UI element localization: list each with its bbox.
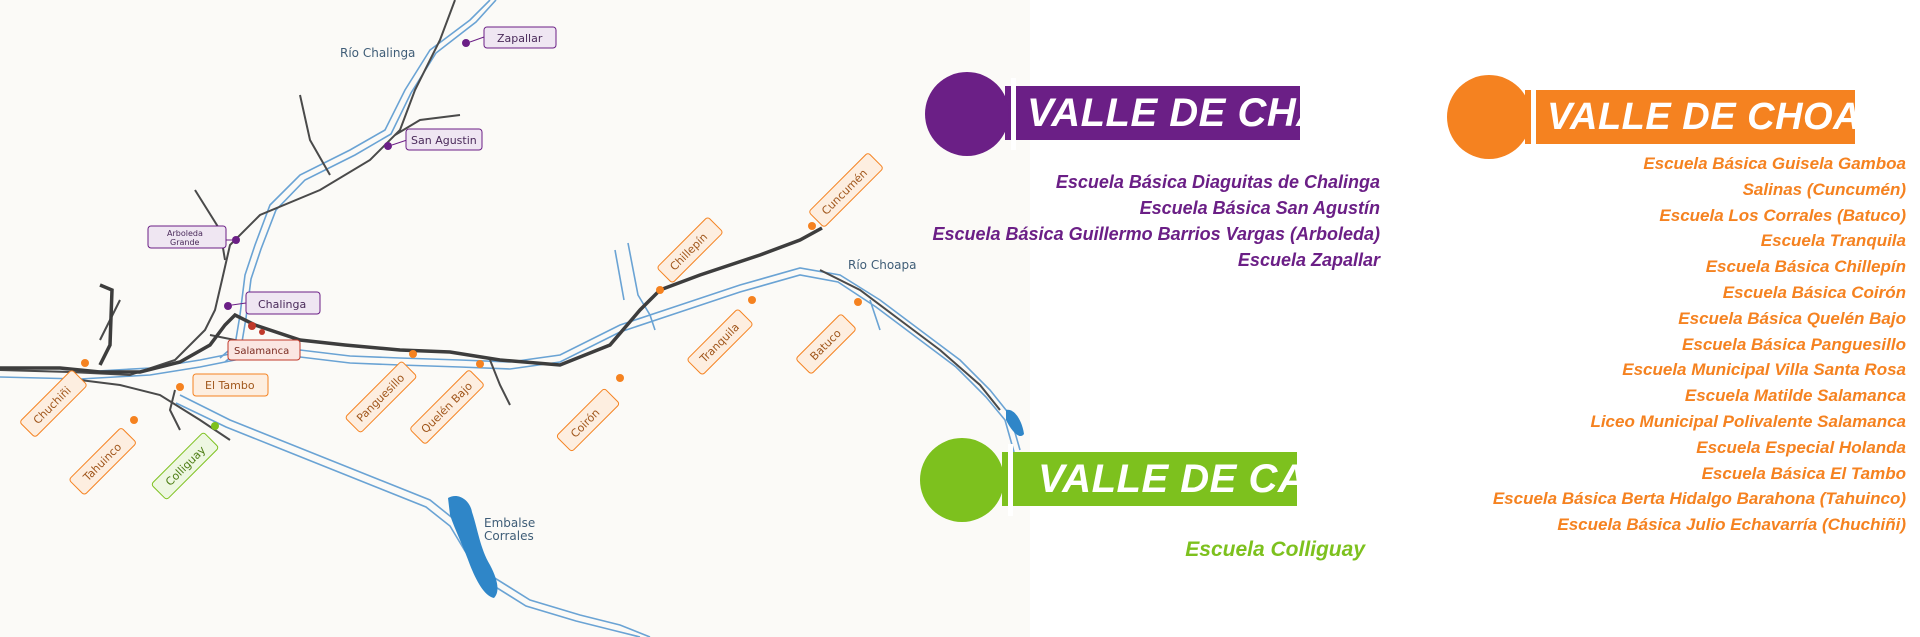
- place-salamanca-label: Salamanca: [234, 346, 289, 357]
- place-arboleda-label-2: Grande: [170, 238, 200, 247]
- place-arboleda-label-1: Arboleda: [167, 229, 203, 238]
- river-choapa-label: Río Choapa: [848, 258, 916, 272]
- reservoir-label-line2: Corrales: [484, 529, 534, 543]
- place-el-tambo: El Tambo: [176, 373, 269, 397]
- choapa-school-list: Escuela Básica Guisela Gamboa Salinas (C…: [1493, 151, 1906, 538]
- river-chalinga-label: Río Chalinga: [340, 46, 415, 60]
- camisa-title-bar: VALLE DE CAMISA: [1002, 452, 1409, 506]
- chalinga-school: Escuela Básica San Agustín: [1139, 198, 1380, 218]
- place-quelen-bajo-label: Quelén Bajo: [419, 379, 476, 436]
- choapa-circle: [1447, 75, 1531, 159]
- place-panguesillo-label: Panguesillo: [354, 371, 407, 424]
- chalinga-title: VALLE DE CHALINGA: [1027, 90, 1453, 135]
- place-quelen-bajo: Quelén Bajo: [410, 360, 484, 444]
- place-chillepin: Chillepín: [656, 217, 723, 294]
- place-san-agustin-label: San Agustin: [411, 134, 477, 147]
- choapa-school: Escuela Especial Holanda: [1696, 437, 1906, 457]
- chalinga-school: Escuela Zapallar: [1237, 250, 1380, 270]
- place-san-agustin: San Agustin: [384, 128, 483, 151]
- choapa-water-shape: [1006, 409, 1024, 437]
- choapa-header: VALLE DE CHOAPA: [1447, 75, 1912, 159]
- place-cuncumen: Cuncumén: [808, 153, 883, 230]
- chalinga-header: VALLE DE CHALINGA: [925, 72, 1452, 156]
- place-salamanca: Salamanca: [227, 322, 301, 361]
- place-zapallar-label: Zapallar: [497, 32, 543, 45]
- choapa-school: Escuela Básica Coirón: [1722, 282, 1906, 302]
- choapa-school: Escuela Básica Berta Hidalgo Barahona (T…: [1492, 489, 1906, 509]
- choapa-school: Escuela Básica Guisela Gamboa: [1643, 154, 1906, 173]
- map-svg: Río Chalinga Río Choapa Embalse Corrales…: [0, 0, 1024, 637]
- reservoir-shape: [448, 495, 498, 598]
- chalinga-circle: [925, 72, 1009, 156]
- choapa-title: VALLE DE CHOAPA: [1547, 95, 1912, 138]
- place-chalinga: Chalinga: [224, 291, 321, 315]
- chalinga-school: Escuela Básica Guillermo Barrios Vargas …: [932, 224, 1380, 244]
- place-tahuinco: Tahuinco: [69, 416, 138, 495]
- choapa-school: Escuela Básica Chillepín: [1705, 257, 1906, 277]
- camisa-notch: [1008, 444, 1013, 516]
- choapa-school: Salinas (Cuncumén): [1742, 179, 1906, 199]
- choapa-notch: [1531, 81, 1536, 153]
- river-chalinga: [219, 0, 491, 359]
- chalinga-school: Escuela Básica Diaguitas de Chalinga: [1055, 172, 1380, 192]
- place-colliguay: Colliguay: [151, 422, 219, 500]
- choapa-school: Escuela Básica Panguesillo: [1682, 334, 1906, 354]
- choapa-school: Escuela Los Corrales (Batuco): [1659, 205, 1906, 225]
- camisa-school-list: Escuela Colliguay: [1185, 536, 1365, 564]
- camisa-title: VALLE DE CAMISA: [1038, 456, 1410, 501]
- place-chalinga-label: Chalinga: [258, 298, 306, 311]
- place-tranquila: Tranquila: [687, 296, 756, 375]
- choapa-school: Escuela Básica Quelén Bajo: [1678, 308, 1906, 328]
- place-arboleda: Arboleda Grande: [147, 225, 240, 249]
- camisa-header: VALLE DE CAMISA: [920, 438, 1409, 522]
- chalinga-school-list: Escuela Básica Diaguitas de Chalinga Esc…: [932, 169, 1380, 273]
- reservoir-label-line1: Embalse: [484, 516, 535, 530]
- choapa-school: Escuela Matilde Salamanca: [1684, 386, 1906, 406]
- choapa-school: Liceo Municipal Polivalente Salamanca: [1590, 411, 1906, 431]
- choapa-school: Escuela Básica El Tambo: [1701, 463, 1906, 483]
- river-choapa: [0, 267, 1021, 451]
- place-zapallar: Zapallar: [462, 26, 557, 49]
- camisa-circle: [920, 438, 1004, 522]
- main-road: [0, 226, 823, 374]
- choapa-title-bar: VALLE DE CHOAPA: [1525, 90, 1912, 144]
- chalinga-title-bar: VALLE DE CHALINGA: [1005, 86, 1452, 140]
- choapa-school: Escuela Tranquila: [1760, 231, 1906, 251]
- place-cuncumen-label: Cuncumén: [819, 167, 870, 218]
- place-el-tambo-label: El Tambo: [205, 379, 255, 392]
- place-batuco: Batuco: [796, 298, 862, 374]
- regional-map: Río Chalinga Río Choapa Embalse Corrales…: [0, 0, 1024, 637]
- choapa-school: Escuela Municipal Villa Santa Rosa: [1622, 360, 1906, 380]
- chalinga-notch: [1011, 78, 1016, 150]
- choapa-school: Escuela Básica Julio Echavarría (Chuchiñ…: [1557, 515, 1906, 535]
- place-coiron: Coirón: [556, 374, 624, 452]
- roads: [0, 0, 1001, 441]
- camisa-school: Escuela Colliguay: [1185, 538, 1365, 561]
